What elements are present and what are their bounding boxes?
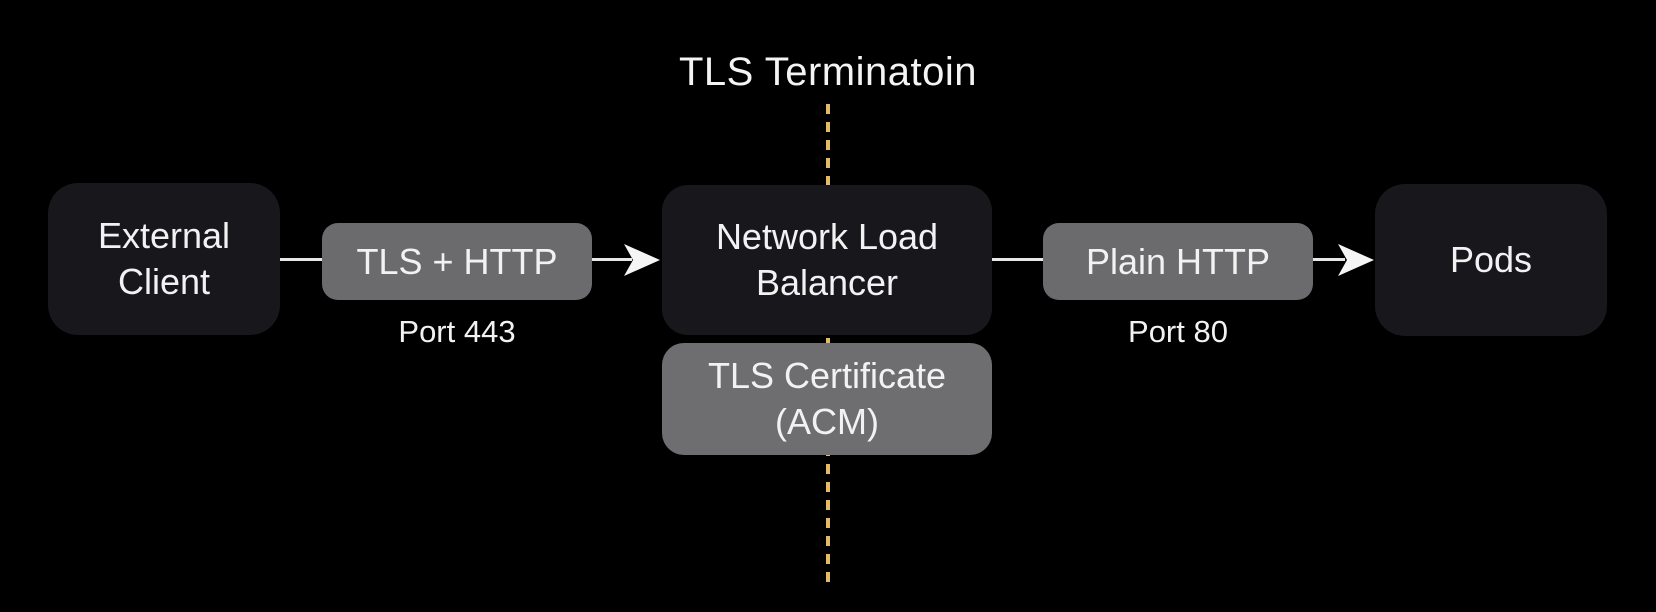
arrowhead-right-icon — [1338, 242, 1374, 278]
connector-tls-http-to-nlb — [592, 258, 632, 261]
node-external-client: External Client — [48, 183, 280, 335]
port-443-label: Port 443 — [398, 314, 516, 349]
external-client-label-line1: External — [97, 214, 231, 256]
connector-client-to-tls-http — [280, 258, 324, 261]
connector-nlb-to-plain-http — [990, 258, 1045, 261]
arrowhead-right-icon — [624, 242, 660, 278]
pods-label: Pods — [1449, 238, 1533, 280]
connector-plain-http-to-pods — [1313, 258, 1345, 261]
nlb-label-line1: Network Load — [715, 215, 939, 257]
tls-cert-label-line2: (ACM) — [775, 401, 879, 442]
node-pods: Pods — [1375, 184, 1607, 336]
port-80-label: Port 80 — [1128, 314, 1228, 349]
edge-label-plain-http: Plain HTTP — [1043, 223, 1313, 300]
edge-label-tls-http: TLS + HTTP — [322, 223, 592, 300]
tls-http-label: TLS + HTTP — [356, 240, 558, 282]
nlb-label-line2: Balancer — [755, 262, 899, 303]
plain-http-label: Plain HTTP — [1085, 240, 1271, 282]
diagram-title: TLS Terminatoin — [678, 50, 977, 94]
external-client-label-line2: Client — [117, 261, 211, 302]
node-tls-certificate-acm: TLS Certificate (ACM) — [662, 343, 992, 455]
tls-cert-label-line1: TLS Certificate — [707, 354, 947, 396]
node-network-load-balancer: Network Load Balancer — [662, 185, 992, 335]
